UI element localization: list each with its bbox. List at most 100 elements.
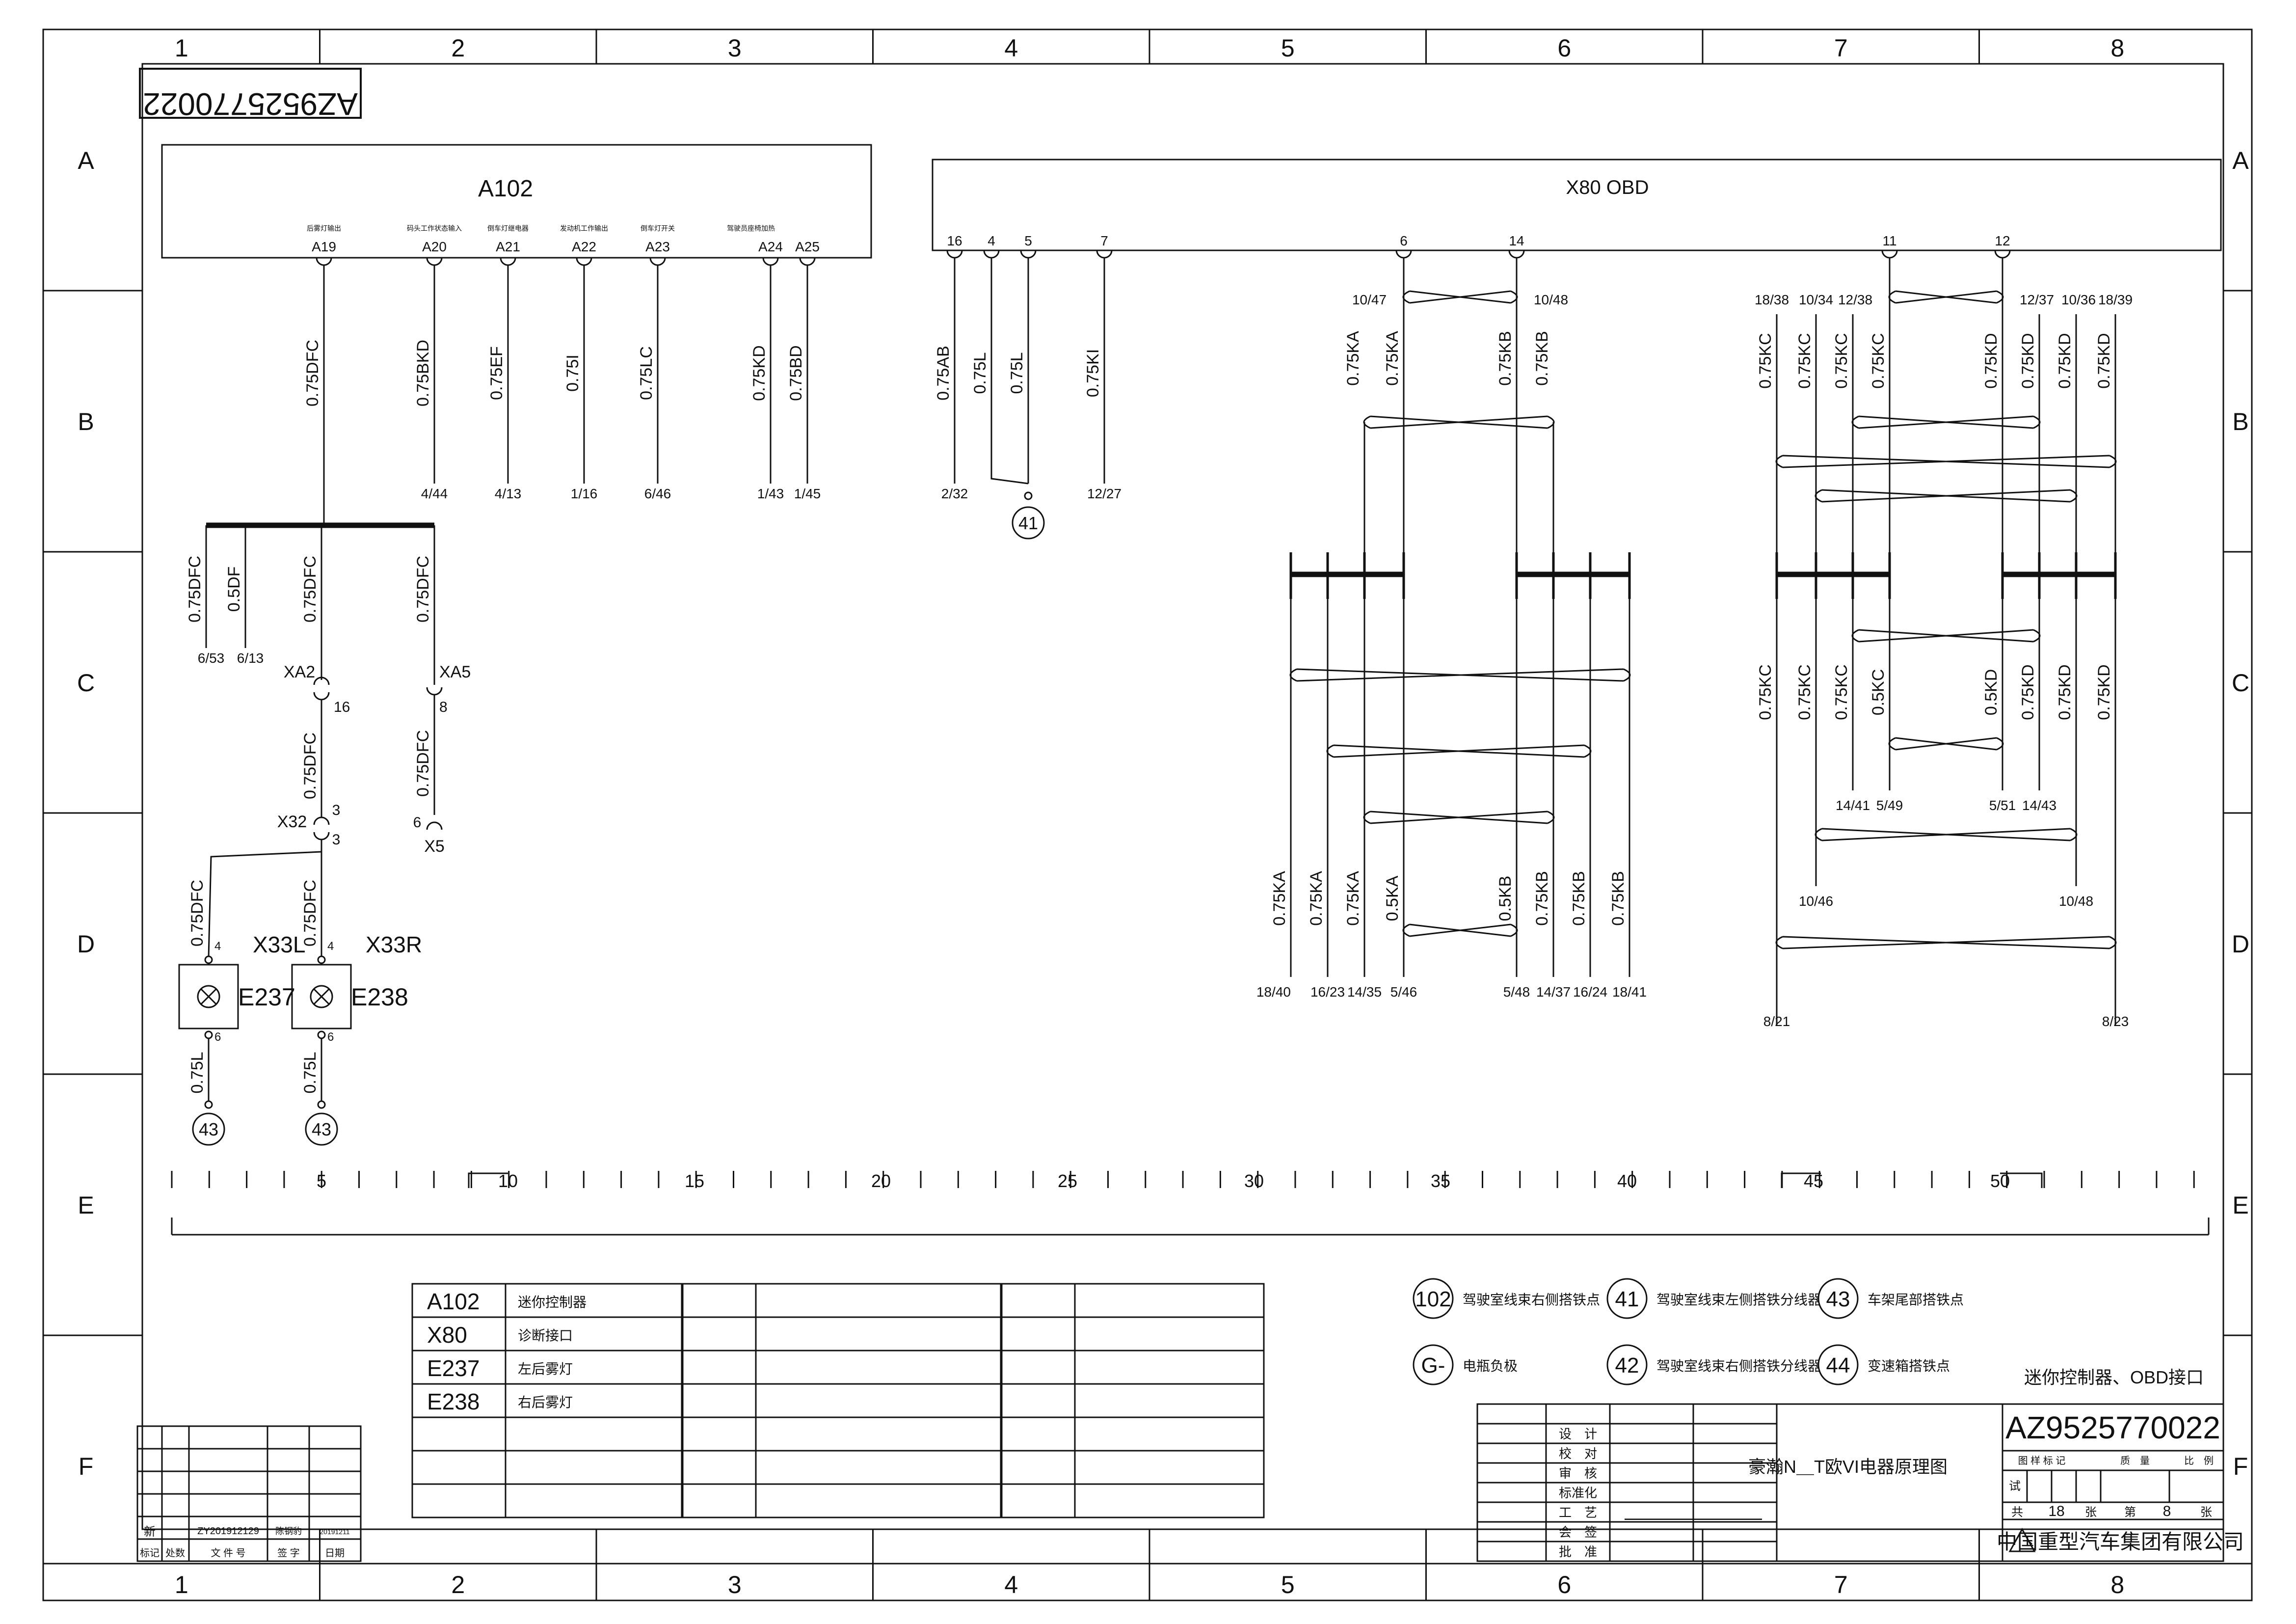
- twisted-pair: [1851, 415, 2041, 429]
- wire-destination: 6/46: [644, 486, 671, 501]
- tb-role: 工 艺: [1559, 1505, 1597, 1520]
- tb-total-label: 共: [2011, 1506, 2023, 1519]
- revision-signer: 陈钢豹: [275, 1526, 302, 1536]
- company-logo-icon: [2008, 1527, 2036, 1552]
- tb-role: 标准化: [1559, 1486, 1597, 1500]
- sheet-title: 迷你控制器、OBD接口: [2024, 1367, 2204, 1387]
- connector-x5: X5: [424, 837, 445, 856]
- tb-trial: 试: [2009, 1480, 2021, 1493]
- wire-code: 0.75KC: [1832, 664, 1851, 720]
- component-code: X80: [427, 1322, 467, 1348]
- tb-page-unit: 张: [2200, 1506, 2212, 1519]
- ground-legend-symbol: [1817, 1344, 1859, 1385]
- wire-code: 0.75KD: [2019, 333, 2037, 388]
- component-description: 诊断接口: [518, 1328, 573, 1343]
- ground-legend-text: 电瓶负极: [1463, 1358, 1518, 1374]
- ground-legend-code: 41: [1615, 1287, 1639, 1311]
- connector-pin: [762, 257, 779, 266]
- ruler-number: 15: [685, 1171, 704, 1191]
- ruler-number: 40: [1617, 1171, 1637, 1191]
- grid-col-bottom: 1: [175, 1571, 188, 1598]
- ruler-bracket: [1781, 1172, 1821, 1188]
- pin-label: 5: [1024, 233, 1032, 248]
- grid-col-top: 1: [175, 34, 188, 62]
- wire-destination: 10/46: [1799, 893, 1833, 909]
- wire-code: 0.75L: [188, 1052, 207, 1093]
- terminal: [204, 955, 213, 964]
- grid-col-top: 4: [1004, 34, 1018, 62]
- wire: [208, 851, 322, 958]
- tb-role: 校 对: [1559, 1446, 1597, 1461]
- wire-destination: 1/45: [794, 486, 821, 501]
- grid-row-left: D: [77, 930, 95, 958]
- wire-code: 0.75BKD: [414, 340, 432, 406]
- drawing-number: AZ9525770022: [2005, 1410, 2220, 1445]
- outer-frame: [42, 28, 2253, 1601]
- tb-role: 批 准: [1559, 1544, 1597, 1559]
- pin-description: 码头工作状态输入: [407, 224, 462, 232]
- pin-label: 16: [947, 233, 962, 248]
- revision-header: 日期: [325, 1548, 345, 1559]
- pin-label: A19: [312, 239, 336, 254]
- ground-symbol: [1012, 506, 1045, 540]
- wire-destination: 10/48: [2059, 893, 2093, 909]
- grid-row-left: E: [78, 1191, 94, 1219]
- twisted-pair: [1363, 415, 1555, 429]
- grid-row-left: C: [77, 669, 95, 697]
- connector-pin: [1994, 250, 2011, 259]
- grid-row-left: A: [78, 147, 94, 174]
- ground-legend-symbol: [1413, 1278, 1454, 1319]
- pin-label: 4: [214, 940, 221, 953]
- wire-code: 0.75DFC: [186, 556, 204, 623]
- pin-label: 6: [327, 1030, 334, 1044]
- wire-code: 0.75KA: [1383, 331, 1402, 386]
- wire-code: 0.5KD: [1982, 669, 2001, 716]
- twisted-pair: [1775, 936, 2117, 949]
- tb-page-label: 第: [2124, 1506, 2136, 1519]
- pin-label: 3: [332, 832, 341, 848]
- tb-page: 8: [2163, 1503, 2171, 1519]
- wire-code: 0.75KB: [1496, 331, 1515, 386]
- wire-code: 0.75KA: [1307, 871, 1326, 926]
- wire-code: 0.75KC: [1832, 333, 1851, 388]
- ruler-number: 20: [871, 1171, 891, 1191]
- grid-row-right: B: [2232, 408, 2248, 435]
- ground-legend-code: 43: [1826, 1287, 1850, 1311]
- connector-pin: [1020, 250, 1037, 259]
- terminal: [317, 955, 326, 964]
- wire-code: 0.75EF: [487, 346, 506, 400]
- pin-label: 8: [439, 699, 448, 715]
- terminal: [317, 1030, 326, 1039]
- wire-destination: 18/40: [1256, 984, 1291, 1000]
- connector-xa5: XA5: [439, 663, 471, 681]
- connector-x32: X32: [277, 812, 307, 831]
- wire-destination: 14/41: [1836, 798, 1870, 813]
- ground-label: 43: [199, 1119, 218, 1139]
- pin-label: 11: [1882, 233, 1896, 248]
- connector-pin: [799, 257, 816, 266]
- pin-label: 12: [1995, 233, 2010, 248]
- ground-legend-code: 42: [1615, 1353, 1639, 1378]
- ground-legend-text: 驾驶室线束右侧搭铁点: [1463, 1292, 1600, 1307]
- x80-title: X80 OBD: [1566, 177, 1649, 198]
- a102-block: [161, 144, 872, 259]
- wire-destination: 4/13: [495, 486, 522, 501]
- wire-code: 0.5KA: [1383, 875, 1402, 921]
- connector-pin: [313, 677, 330, 685]
- wire-code: 0.75DFC: [414, 730, 432, 797]
- twisted-pair: [1775, 455, 2117, 468]
- grid-col-top: 2: [451, 34, 465, 62]
- lamp-cross: [200, 988, 217, 1005]
- twisted-pair: [1363, 811, 1555, 824]
- wire-destination: 14/35: [1347, 984, 1382, 1000]
- ground-legend-code: 102: [1415, 1287, 1451, 1311]
- ruler-number: 30: [1244, 1171, 1264, 1191]
- wire-destination: 5/49: [1876, 798, 1903, 813]
- connector-pin: [946, 250, 963, 259]
- code-box: [139, 68, 362, 119]
- tb-role: 会 签: [1559, 1525, 1597, 1540]
- connector-pin: [500, 257, 516, 266]
- revision-date: 20191211: [320, 1528, 349, 1536]
- connector-pin: [1395, 250, 1412, 259]
- grid-row-left: F: [79, 1453, 94, 1480]
